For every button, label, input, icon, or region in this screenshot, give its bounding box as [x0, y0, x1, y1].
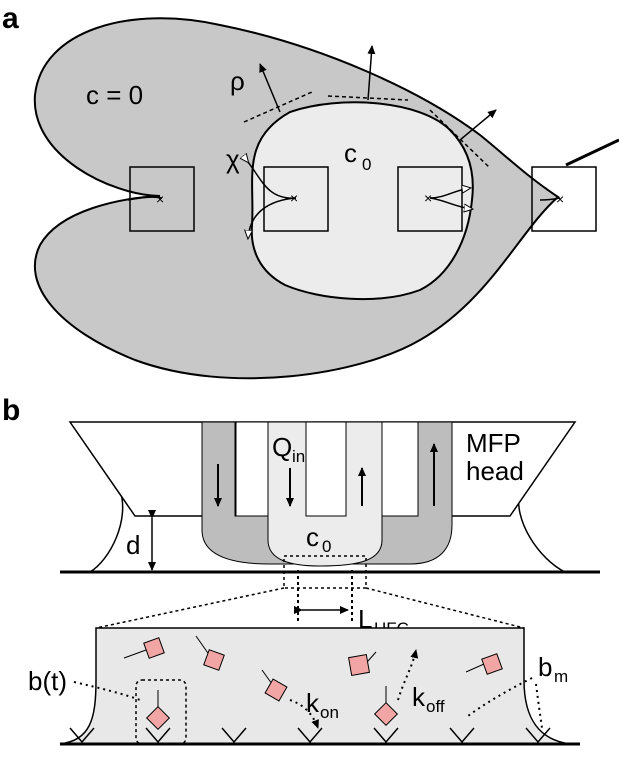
inner-region-label-sub: 0	[362, 155, 371, 174]
chi-curve-down	[248, 197, 297, 238]
x-mark-center: ×	[290, 190, 298, 206]
receptor-3	[221, 727, 247, 744]
c0-sub: 0	[322, 537, 331, 556]
outer-region-label: c = 0	[86, 80, 143, 110]
zoom-line-left	[95, 587, 285, 629]
right-curve-up	[429, 188, 470, 199]
probe-square-right	[397, 166, 463, 232]
link-curve-left	[127, 196, 163, 201]
wall-1	[235, 421, 269, 517]
mfp-head-line1: MFP	[466, 428, 521, 458]
c0-label: c	[306, 522, 319, 552]
normal-arrow-top	[367, 45, 376, 101]
receptor-7	[525, 727, 551, 744]
molecule-1	[143, 637, 165, 659]
probe-square-far-right	[531, 166, 597, 232]
bound-highlight-box	[135, 679, 187, 745]
q-in-sub: in	[292, 447, 305, 466]
panel-b-letter: b	[2, 394, 20, 427]
koff-sub: off	[426, 697, 445, 716]
probe-square-center	[263, 166, 329, 232]
bm-pointer-1	[467, 677, 533, 717]
bm-sub: m	[554, 667, 568, 686]
molecule-5	[481, 653, 503, 675]
chi-label: χ	[226, 144, 240, 174]
hfc-label: L	[358, 604, 372, 634]
x-mark-far-right: ×	[556, 191, 564, 207]
zoom-box	[283, 555, 367, 589]
molecule-6-bound	[145, 705, 171, 731]
outflow-channel	[201, 421, 453, 565]
chi-curve-up	[248, 162, 297, 199]
bm-label: b	[538, 652, 552, 682]
receptors	[69, 727, 551, 744]
meniscus-right	[517, 489, 566, 573]
bm-pointer-2	[535, 683, 543, 729]
zoom-solution	[59, 627, 571, 745]
meniscus-left	[89, 489, 124, 573]
receptor-1	[69, 727, 95, 744]
molecule-2	[203, 649, 225, 671]
right-curve-down	[429, 197, 472, 209]
x-mark-right: ×	[424, 190, 432, 206]
kon-sub: on	[320, 703, 339, 722]
normal-arrow-rho	[259, 63, 281, 113]
molecule-3	[264, 678, 288, 702]
tail-line	[565, 138, 619, 167]
tangent-line-2	[327, 95, 409, 101]
koff-arrow	[397, 649, 419, 701]
molecule-tail-1	[123, 649, 147, 659]
q-in-label: Q	[272, 432, 292, 462]
rho-label: ρ	[230, 66, 245, 96]
link-curve-far-right	[539, 197, 561, 201]
molecule-7-bound	[373, 701, 399, 727]
receptor-4	[297, 727, 323, 744]
inner-region-label: c	[344, 138, 357, 168]
molecule-tail-5	[465, 663, 485, 673]
bt-label: b(t)	[28, 666, 67, 696]
panel-a-letter: a	[2, 2, 19, 35]
molecule-4	[347, 653, 371, 677]
molecules	[123, 635, 503, 731]
gap-label: d	[126, 530, 140, 560]
x-mark-left: ×	[156, 191, 164, 207]
molecule-tail-3	[261, 669, 273, 685]
wall-3	[381, 421, 419, 517]
normal-arrow-right	[459, 109, 497, 141]
receptor-5	[373, 727, 399, 744]
receptor-6	[449, 727, 475, 744]
kon-label: k	[306, 688, 320, 718]
mfp-head-line2: head	[466, 456, 524, 486]
koff-label: k	[412, 682, 426, 712]
kon-arrow	[289, 699, 319, 729]
wall-2	[305, 421, 347, 517]
bt-pointer	[73, 681, 141, 701]
receptor-2	[145, 727, 171, 744]
inner-region	[250, 101, 474, 301]
